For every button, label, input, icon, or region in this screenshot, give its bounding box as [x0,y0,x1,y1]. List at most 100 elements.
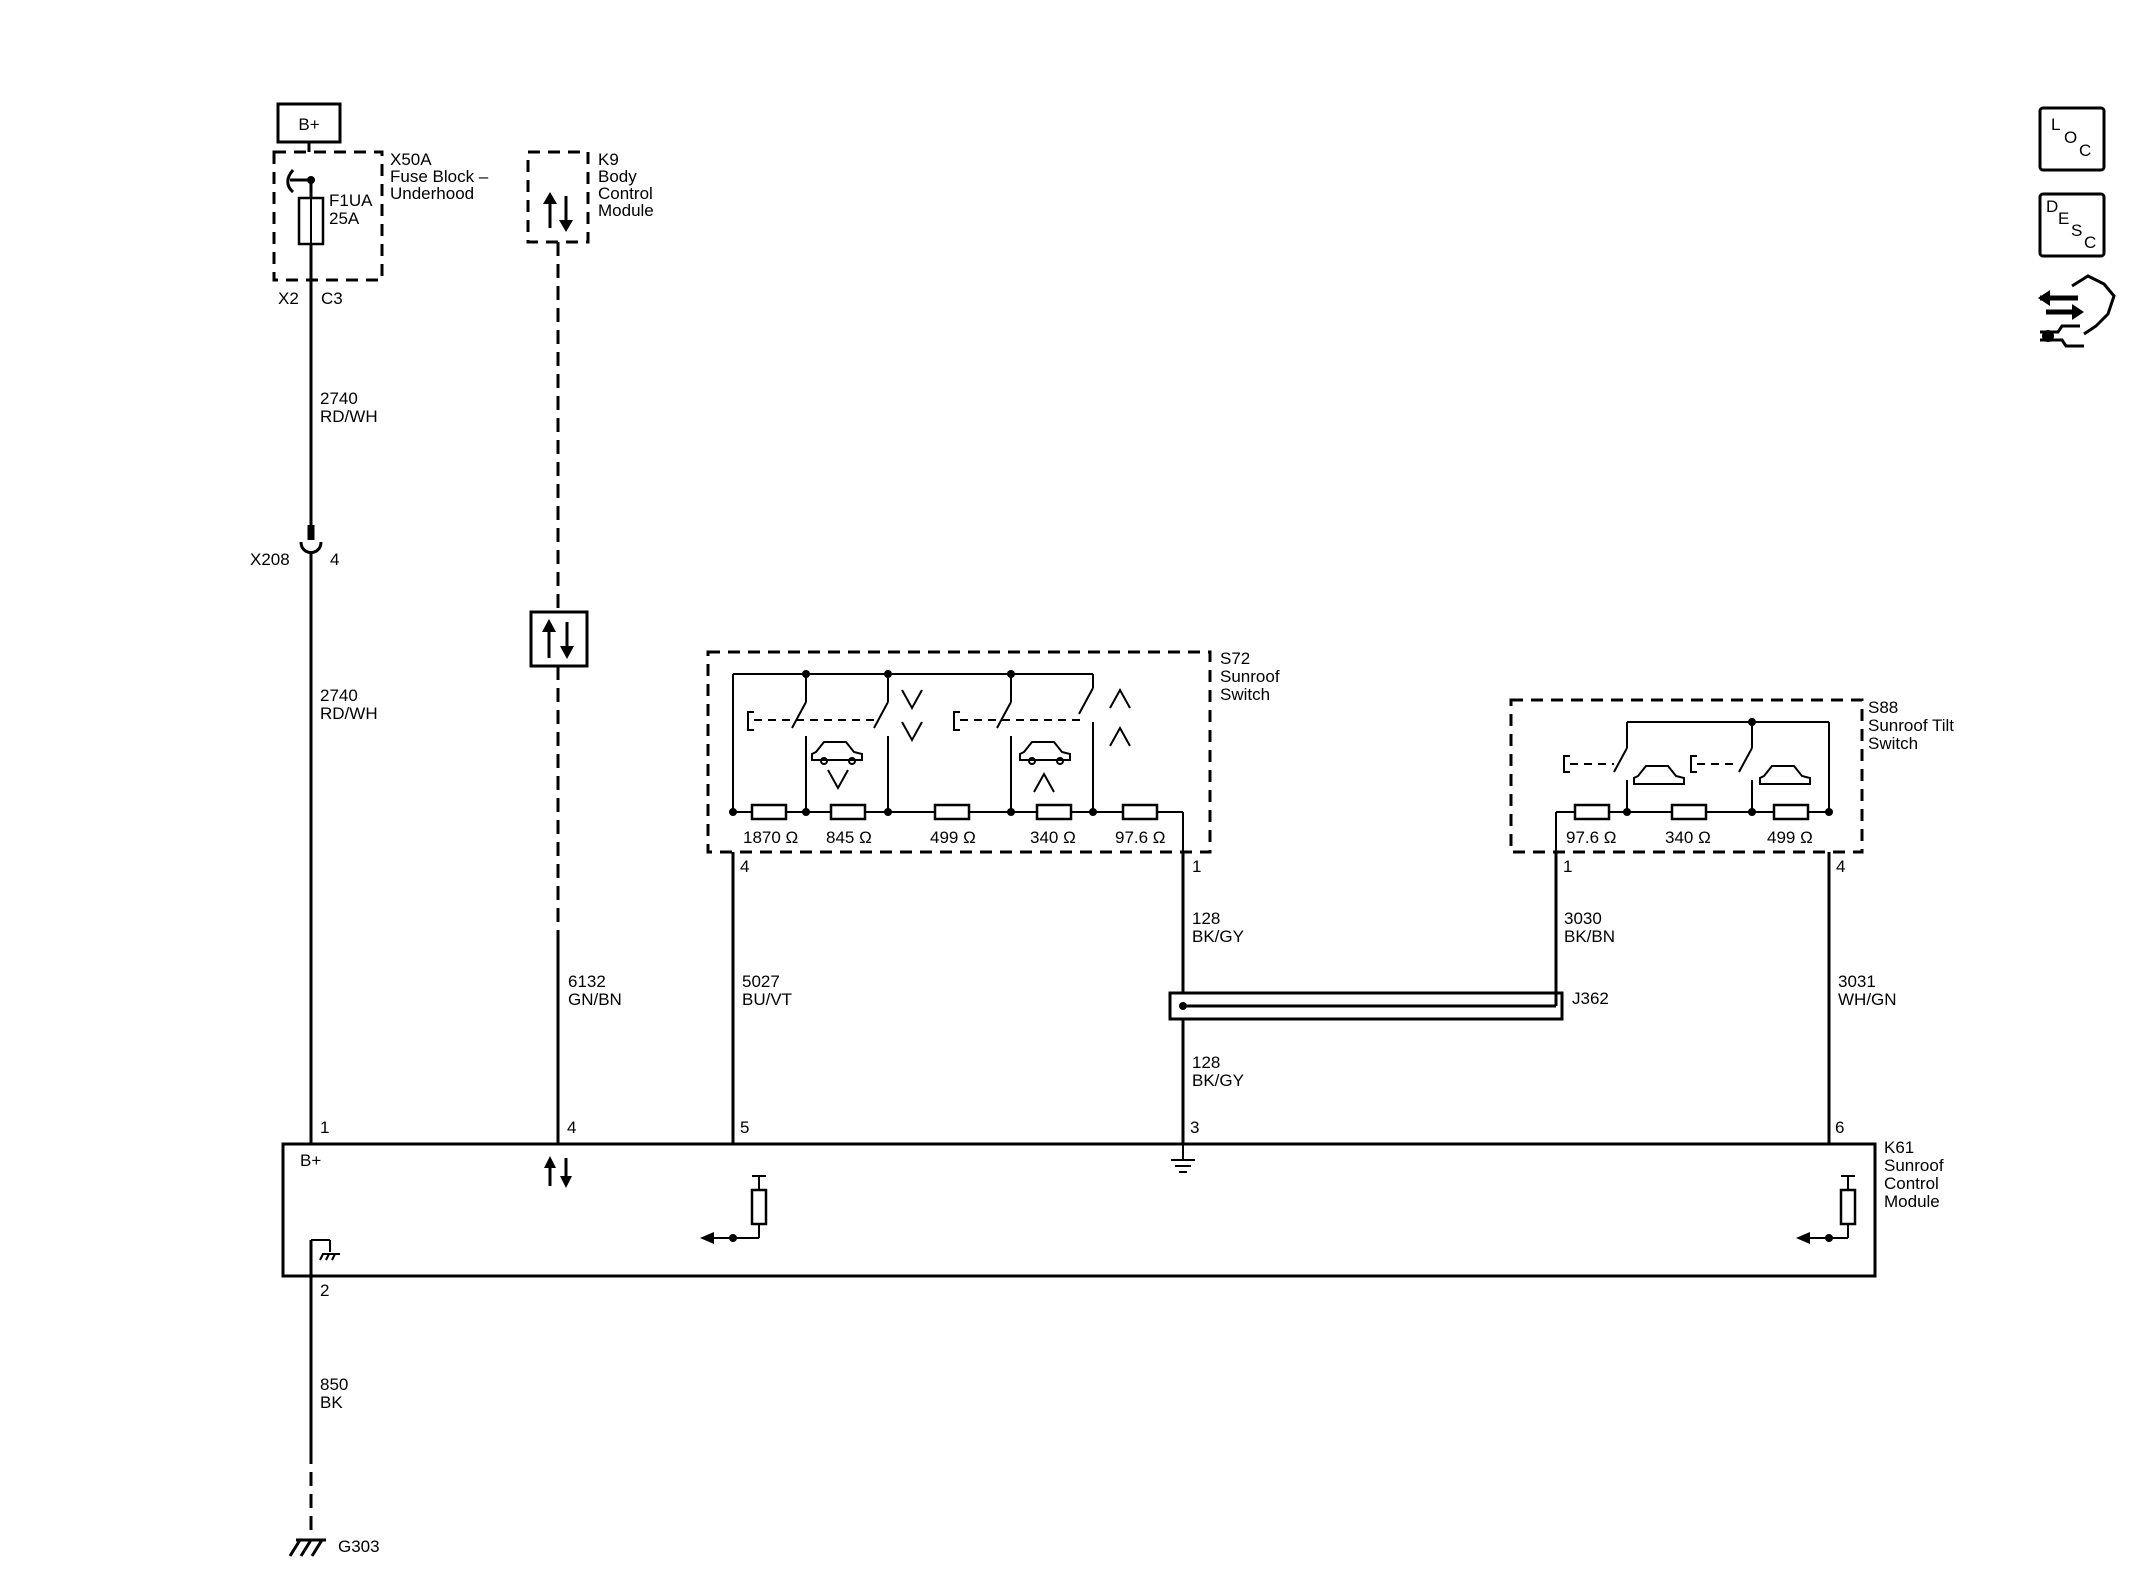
battery-terminal: B+ [276,102,342,144]
resistor [1573,803,1611,821]
svg-text:G303: G303 [338,1537,380,1556]
body-control-module-k9: K9 Body Control Module [526,150,654,244]
fuse-block-x50a: X50A Fuse Block – Underhood F1UA 25A X2 … [272,150,489,308]
svg-text:Switch: Switch [1868,734,1918,753]
svg-text:845 Ω: 845 Ω [826,828,872,847]
svg-text:K9: K9 [598,150,619,169]
svg-text:Module: Module [1884,1192,1940,1211]
svg-text:340 Ω: 340 Ω [1030,828,1076,847]
svg-text:4: 4 [567,1118,576,1137]
svg-text:3031: 3031 [1838,972,1876,991]
svg-text:Body: Body [598,167,637,186]
svg-text:BK/BN: BK/BN [1564,927,1615,946]
svg-text:X2: X2 [278,289,299,308]
svg-text:2: 2 [320,1281,329,1300]
vehicle-icon [1633,765,1685,785]
svg-text:1: 1 [320,1118,329,1137]
svg-text:850: 850 [320,1375,348,1394]
svg-text:1: 1 [1192,857,1201,876]
resistor [1670,803,1708,821]
svg-text:Control: Control [1884,1174,1939,1193]
svg-text:6: 6 [1835,1118,1844,1137]
svg-text:B+: B+ [298,115,319,134]
svg-text:C: C [2079,141,2091,160]
sunroof-control-module-k61: K61 Sunroof Control Module B+ 1 4 5 3 6 … [281,1118,1944,1300]
svg-text:Sunroof: Sunroof [1884,1156,1944,1175]
svg-text:D: D [2046,197,2058,216]
svg-text:5027: 5027 [742,972,780,991]
svg-text:4: 4 [1836,857,1845,876]
pull-up-resistor-icon [700,1175,768,1244]
vehicle-icon [1759,765,1811,785]
ground-g303: G303 [288,1537,380,1557]
svg-text:C: C [2084,233,2096,252]
svg-text:S: S [2071,221,2082,240]
svg-text:Switch: Switch [1220,685,1270,704]
svg-text:340 Ω: 340 Ω [1665,828,1711,847]
desc-icon[interactable]: D E S C [2038,192,2106,258]
resistor [1121,803,1159,821]
svg-text:L: L [2051,115,2060,134]
sunroof-tilt-switch-s88: S88 Sunroof Tilt Switch 97.6 Ω 340 Ω 499… [1509,698,1954,876]
svg-text:1870 Ω: 1870 Ω [743,828,798,847]
svg-text:Module: Module [598,201,654,220]
svg-text:499 Ω: 499 Ω [930,828,976,847]
svg-text:S88: S88 [1868,698,1898,717]
bidirectional-arrows-icon [543,192,573,232]
svg-text:Fuse Block –: Fuse Block – [390,167,489,186]
svg-text:4: 4 [330,550,339,569]
loc-icon[interactable]: L O C [2038,106,2106,172]
svg-text:128: 128 [1192,1053,1220,1072]
svg-text:6132: 6132 [568,972,606,991]
pull-up-resistor-icon [1796,1175,1857,1244]
svg-text:Underhood: Underhood [390,184,474,203]
svg-text:BK: BK [320,1393,343,1412]
svg-text:E: E [2058,209,2069,228]
connector-repair-icon[interactable] [2038,274,2116,348]
svg-text:F1UA: F1UA [329,191,373,210]
svg-text:BK/GY: BK/GY [1192,927,1244,946]
svg-text:Control: Control [598,184,653,203]
bidirectional-arrows-icon [544,1156,572,1188]
svg-text:GN/BN: GN/BN [568,990,622,1009]
serial-data-icon [529,610,589,668]
resistor [750,803,788,821]
vehicle-icon [811,741,863,765]
svg-text:3: 3 [1190,1118,1199,1137]
vehicle-icon [1019,741,1071,765]
resistor [933,803,971,821]
svg-text:128: 128 [1192,909,1220,928]
chassis-ground-icon [309,1239,340,1276]
ground-icon [1171,1144,1195,1173]
svg-text:5: 5 [740,1118,749,1137]
svg-text:3030: 3030 [1564,909,1602,928]
svg-text:C3: C3 [321,289,343,308]
svg-text:K61: K61 [1884,1138,1914,1157]
svg-text:WH/GN: WH/GN [1838,990,1897,1009]
svg-text:97.6 Ω: 97.6 Ω [1566,828,1617,847]
svg-text:B+: B+ [300,1151,321,1170]
sunroof-switch-s72: S72 Sunroof Switch [706,649,1280,876]
resistor [829,803,867,821]
svg-text:X208: X208 [250,550,290,569]
svg-text:S72: S72 [1220,649,1250,668]
resistor [1035,803,1073,821]
svg-text:97.6 Ω: 97.6 Ω [1115,828,1166,847]
fuse-f1ua [297,196,325,246]
resistor [1772,803,1810,821]
splice-pack-j362: J362 [1168,989,1609,1021]
svg-text:BU/VT: BU/VT [742,990,792,1009]
svg-text:RD/WH: RD/WH [320,407,378,426]
svg-text:X50A: X50A [390,150,432,169]
svg-text:BK/GY: BK/GY [1192,1071,1244,1090]
inline-connector-x208: X208 4 [250,525,339,569]
svg-text:RD/WH: RD/WH [320,704,378,723]
svg-text:2740: 2740 [320,389,358,408]
svg-text:2740: 2740 [320,686,358,705]
svg-text:4: 4 [740,857,749,876]
svg-text:J362: J362 [1572,989,1609,1008]
svg-text:Sunroof Tilt: Sunroof Tilt [1868,716,1954,735]
svg-text:499 Ω: 499 Ω [1767,828,1813,847]
svg-text:O: O [2064,128,2077,147]
svg-text:25A: 25A [329,209,360,228]
